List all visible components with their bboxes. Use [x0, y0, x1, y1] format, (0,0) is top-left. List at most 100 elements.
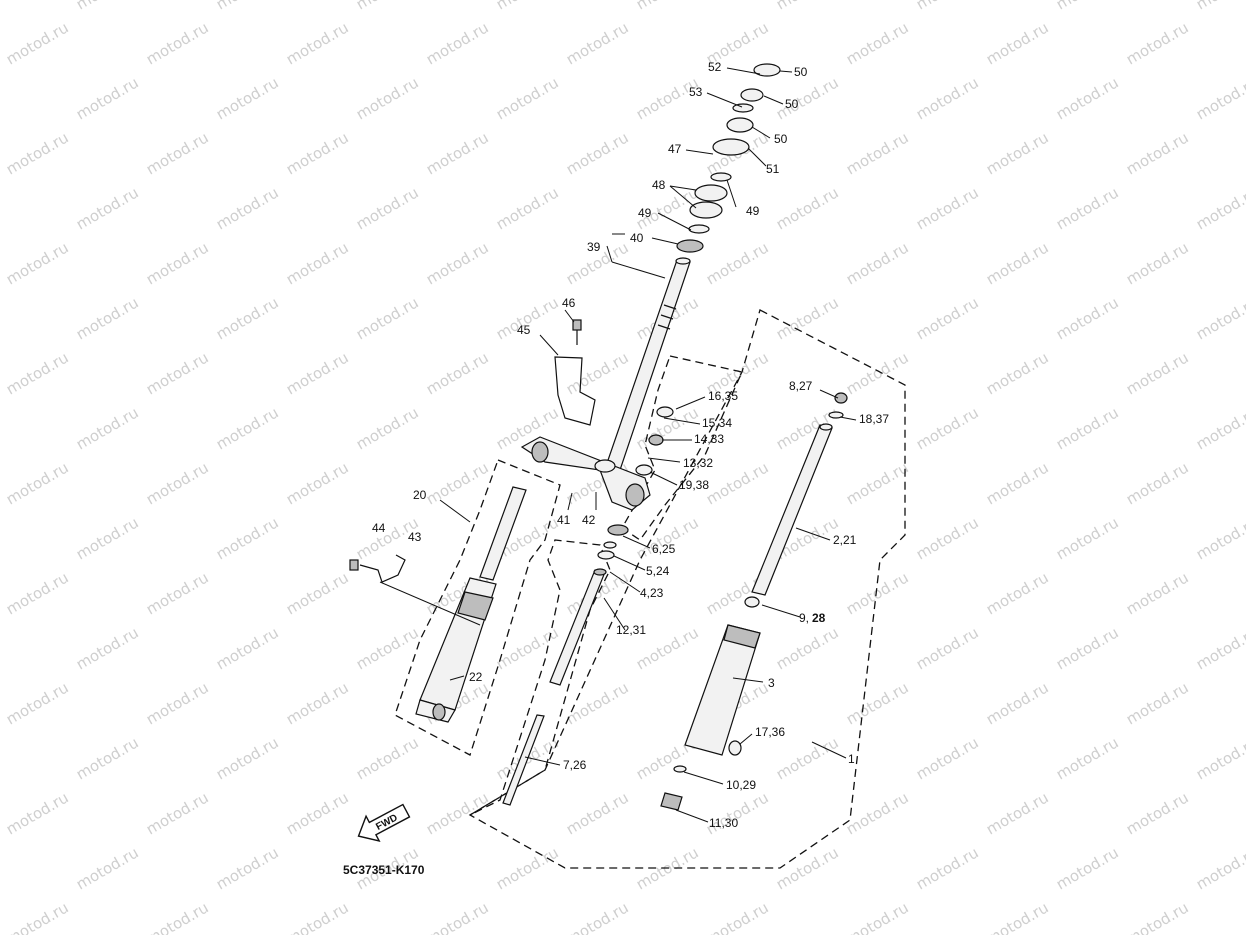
callout-1: 1 [848, 752, 855, 766]
watermark-text: motod.ru [143, 788, 212, 838]
callout-15-34: 15,34 [702, 416, 732, 430]
callout-8-27: 8,27 [789, 379, 813, 393]
callout-13-32: 13,32 [683, 456, 713, 470]
watermark-text: motod.ru [73, 73, 142, 123]
fwd-arrow-icon: FWD [357, 803, 411, 842]
watermark-text: motod.ru [3, 678, 72, 728]
watermark-text: motod.ru [3, 18, 72, 68]
watermark-text: motod.ru [213, 293, 282, 343]
assembly-outlines [394, 309, 906, 869]
left-fork-outline-20 [394, 459, 561, 756]
watermark-text: motod.ru [563, 128, 632, 178]
diagram-code: 5C37351-K170 [343, 863, 425, 877]
watermark-text: motod.ru [283, 238, 352, 288]
callout-7-26: 7,26 [563, 758, 587, 772]
watermark-text: motod.ru [1193, 0, 1246, 13]
watermark-text: motod.ru [73, 513, 142, 563]
damper-rod [502, 406, 674, 806]
under-bracket [520, 436, 651, 511]
callout-50-b: 50 [785, 97, 799, 111]
fork-bracket [349, 554, 481, 626]
watermark-text: motod.ru [143, 678, 212, 728]
watermark-text: motod.ru [213, 733, 282, 783]
watermark-text: motod.ru [3, 348, 72, 398]
watermark-text: motod.ru [773, 293, 842, 343]
watermark-text: motod.ru [3, 128, 72, 178]
callout-47: 47 [668, 142, 682, 156]
watermark-text: motod.ru [1193, 183, 1246, 233]
watermark-text: motod.ru [73, 403, 142, 453]
callout-42: 42 [582, 513, 596, 527]
watermark-text: motod.ru [0, 843, 2, 893]
watermark-text: motod.ru [843, 458, 912, 508]
watermark-text: motod.ru [843, 678, 912, 728]
watermark-text: motod.ru [1193, 403, 1246, 453]
callout-48: 48 [652, 178, 666, 192]
watermark-text: motod.ru [73, 293, 142, 343]
callout-45: 45 [517, 323, 531, 337]
watermark-text: motod.ru [1053, 293, 1122, 343]
watermark-text: motod.ru [773, 623, 842, 673]
watermark-text: motod.ru [773, 843, 842, 893]
outer-assembly-outline-1 [468, 309, 906, 869]
watermark-text: motod.ru [1193, 623, 1246, 673]
watermark-text: motod.ru [563, 18, 632, 68]
watermark-text: motod.ru [423, 348, 492, 398]
watermark-text: motod.ru [353, 293, 422, 343]
watermark-text: motod.ru [1123, 458, 1192, 508]
watermark-text: motod.ru [1123, 128, 1192, 178]
watermark-text: motod.ru [493, 183, 562, 233]
callout-43: 43 [408, 530, 422, 544]
watermark-text: motod.ru [703, 898, 772, 935]
callout-labels: 52 50 53 50 50 47 51 48 49 49 40 39 46 4… [372, 60, 889, 830]
watermark-text: motod.ru [913, 293, 982, 343]
watermark-text: motod.ru [213, 73, 282, 123]
watermark-text: motod.ru [353, 183, 422, 233]
watermark-text: motod.ru [1053, 73, 1122, 123]
watermark-text: motod.ru [3, 238, 72, 288]
watermark-text: motod.ru [283, 458, 352, 508]
watermark-text: motod.ru [213, 843, 282, 893]
watermark-text: motod.ru [0, 183, 2, 233]
watermark-text: motod.ru [773, 183, 842, 233]
watermark-text: motod.ru [703, 238, 772, 288]
watermark-text: motod.ru [143, 568, 212, 618]
callout-16-35: 16,35 [708, 389, 738, 403]
watermark-text: motod.ru [73, 623, 142, 673]
watermark-text: motod.ru [773, 0, 842, 13]
watermark-text: motod.ru [73, 733, 142, 783]
watermark-text: motod.ru [143, 898, 212, 935]
watermark-text: motod.ru [0, 0, 2, 13]
callout-50-c: 50 [774, 132, 788, 146]
callout-22: 22 [469, 670, 483, 684]
watermark-text: motod.ru [843, 128, 912, 178]
watermark-text: motod.ru [1123, 568, 1192, 618]
watermark-text: motod.ru [1123, 678, 1192, 728]
watermark-text: motod.ru [0, 293, 2, 343]
callout-41: 41 [557, 513, 571, 527]
watermark-text: motod.ru [1123, 348, 1192, 398]
watermark-text: motod.ru [1053, 0, 1122, 13]
left-fork-leg [415, 486, 527, 723]
bearing-stack [676, 63, 781, 253]
watermark-text: motod.ru [1053, 733, 1122, 783]
watermark-text: motod.ru [213, 183, 282, 233]
watermark-text: motod.ru [983, 568, 1052, 618]
watermark-text: motod.ru [143, 348, 212, 398]
watermark-text: motod.ru [0, 513, 2, 563]
callout-19-38: 19,38 [679, 478, 709, 492]
watermark-text: motod.ru [563, 898, 632, 935]
hose-guide [554, 319, 596, 426]
callout-4-23: 4,23 [640, 586, 664, 600]
watermark-text: motod.ru [913, 0, 982, 13]
watermark-text: motod.ru [213, 0, 282, 13]
watermark-text: motod.ru [0, 623, 2, 673]
watermark-text: motod.ru [1193, 293, 1246, 343]
callout-12-31: 12,31 [616, 623, 646, 637]
watermark-text: motod.ru [1123, 898, 1192, 935]
watermark-text: motod.ru [1193, 73, 1246, 123]
watermark-text: motod.ru [143, 458, 212, 508]
watermark-text: motod.ru [493, 73, 562, 123]
watermark-text: motod.ru [1193, 513, 1246, 563]
callout-6-25: 6,25 [652, 542, 676, 556]
